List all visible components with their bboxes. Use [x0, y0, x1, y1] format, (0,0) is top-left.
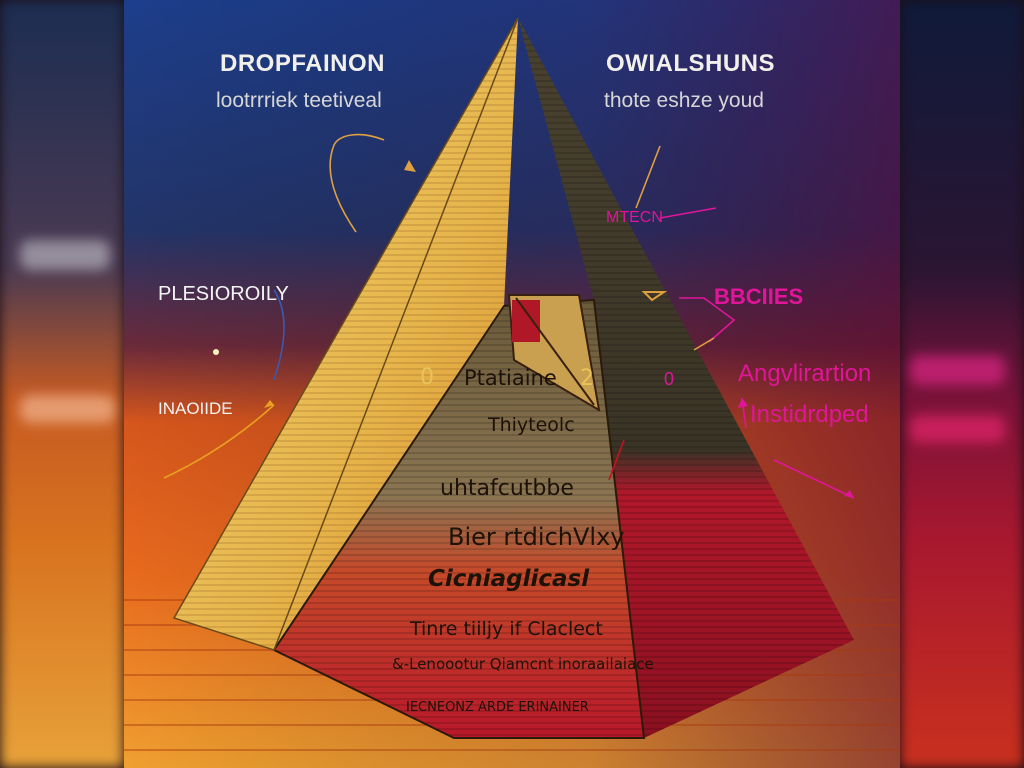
tier-5: Cicniaglicasl: [428, 566, 590, 592]
header-left-title: DROPFAINON: [220, 50, 386, 77]
left-label-upper: PLESIOROILY: [158, 283, 289, 305]
pyramid-illustration: [124, 0, 900, 768]
tier-3: uhtafcutbbe: [440, 476, 574, 501]
right-blurred-edge: [900, 0, 1024, 768]
tier-4: Bier rtdichVlxy: [448, 523, 625, 551]
tier-mark-left: 0: [420, 365, 434, 390]
right-label-lower-2: Instidrdped: [750, 401, 869, 428]
infographic-panel: DROPFAINON lootrrriek teetiveal OWIALSHU…: [124, 0, 900, 768]
right-label-mark: 0: [664, 369, 675, 389]
star: [213, 349, 219, 355]
inner-door: [507, 294, 601, 412]
header-left-subtitle: lootrrriek teetiveal: [216, 89, 382, 112]
bracket-icon: [641, 291, 668, 302]
left-blurred-edge: [0, 0, 124, 768]
header-right-subtitle: thote eshze youd: [604, 89, 764, 112]
tier-1: Ptatiaine: [464, 366, 557, 390]
tier-2: Thiyteolc: [488, 414, 575, 436]
right-label-lower-1: Angvlirartion: [738, 360, 872, 387]
left-label-lower: INAOIIDE: [158, 399, 233, 418]
tier-8: IECNEONZ ARDE ERINAINER: [406, 700, 589, 715]
tier-7: &-Lenoootur Qiamcnt inoraailaiace: [392, 655, 654, 673]
header-right-title: OWIALSHUNS: [606, 50, 775, 77]
tier-mark-right: 2: [580, 366, 594, 391]
arrow-icon: [264, 160, 854, 498]
connector-lines: [163, 133, 855, 499]
tier-6: Tinre tiiljy if Claclect: [410, 618, 603, 640]
right-label-upper: MTECN: [606, 209, 663, 226]
right-label-middle: BBCIIES: [714, 284, 804, 309]
